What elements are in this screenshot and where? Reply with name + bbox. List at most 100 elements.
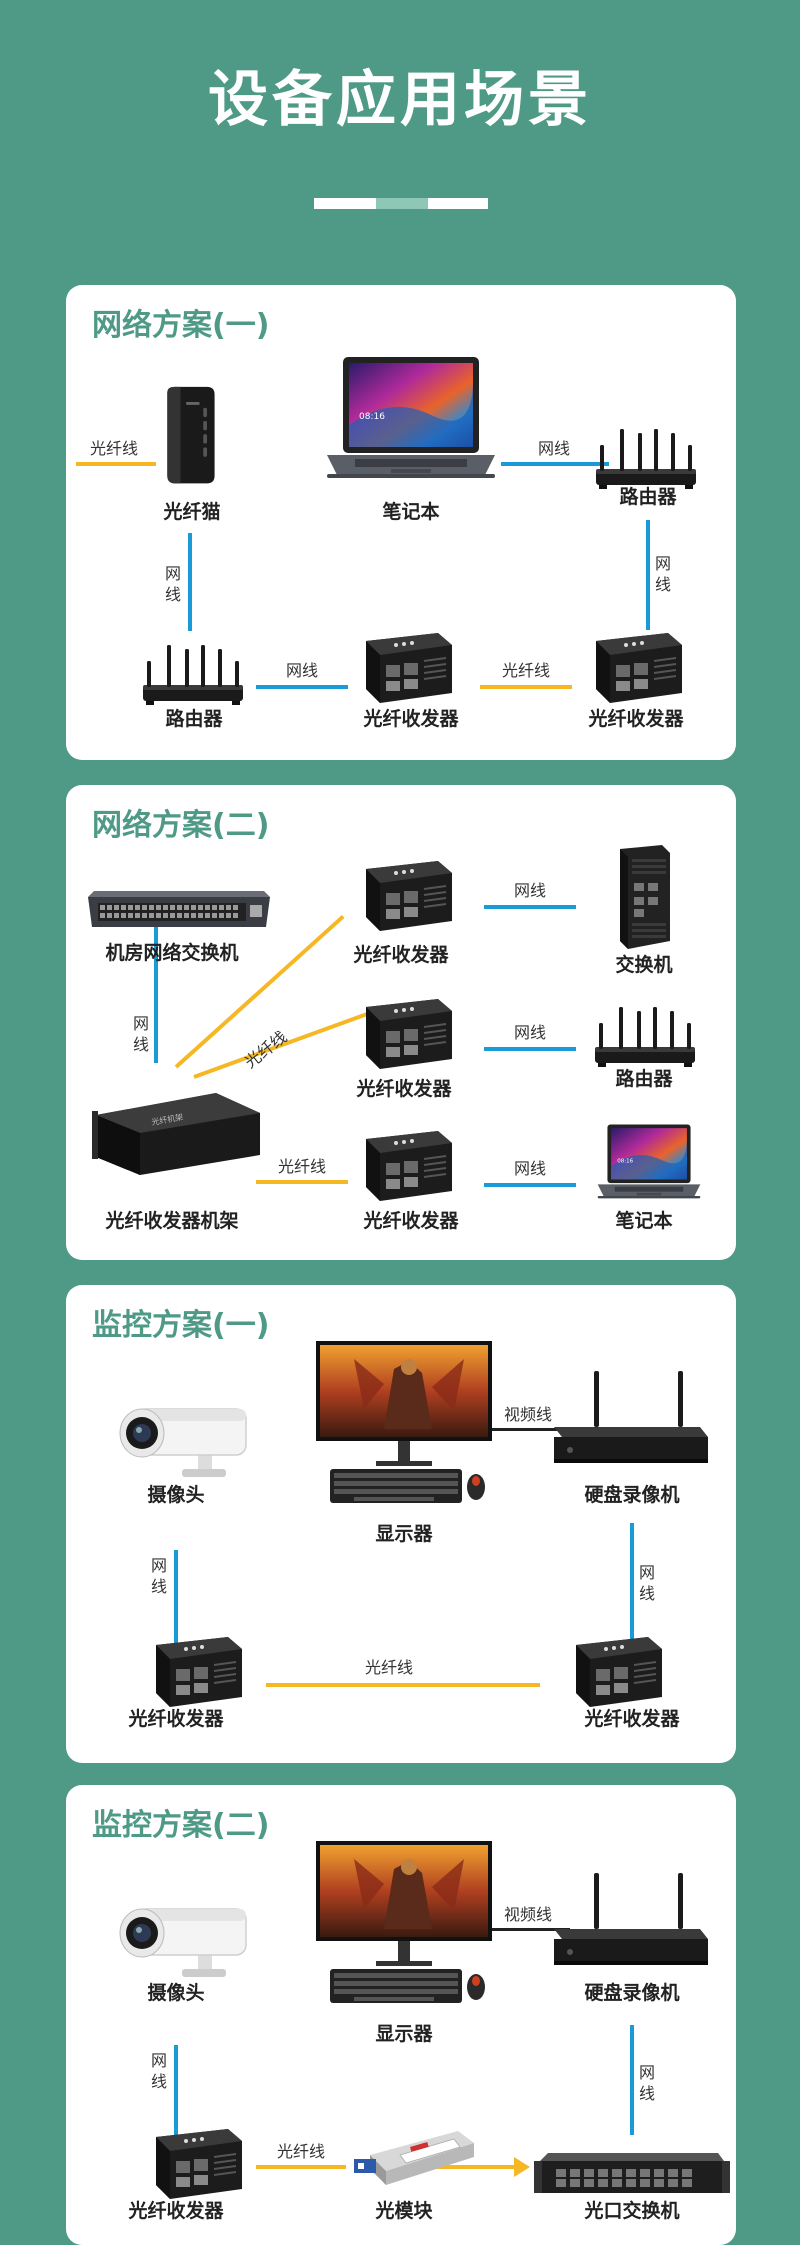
network-cable-left: [174, 2045, 178, 2145]
cable-label-net-laptop-router: 网线: [537, 439, 571, 458]
section-title: 网络方案(一): [92, 308, 270, 343]
fiber-transceiver-icon: [586, 627, 686, 707]
arrow-right-icon: [514, 2157, 530, 2177]
fiber-cable-bottom: [256, 1180, 348, 1184]
device-label-transceiver-right: 光纤收发器: [584, 1708, 680, 1730]
network-cable-right: [630, 1523, 634, 1647]
fiber-modem-icon: [152, 385, 228, 489]
laptop-icon: [594, 1123, 704, 1209]
video-cable: [488, 1928, 570, 1931]
router-icon: [138, 641, 248, 711]
core-switch-icon: [84, 891, 274, 935]
title-underline-middle: [376, 198, 428, 209]
device-label-router-top: 路由器: [619, 486, 677, 508]
fiber-transceiver-icon: [356, 993, 456, 1073]
transceiver-rack-icon: [92, 1085, 262, 1175]
cable-label-net-3: 网线: [513, 1159, 547, 1178]
cable-label-net-1: 网线: [513, 881, 547, 900]
cable-label-fiber-diagonal: 光纤线: [240, 1027, 291, 1072]
section-title: 监控方案(一): [92, 1308, 270, 1343]
camera-icon: [112, 1895, 252, 1985]
fiber-cable: [256, 2165, 346, 2169]
network-cable-3: [484, 1183, 576, 1187]
device-label-switch: 交换机: [615, 954, 673, 976]
monitoring-scheme-2-card: 监控方案(二) 视频线 网线 网线 光纤线 摄像头 显示器 硬盘录像机 光纤收发…: [66, 1785, 736, 2245]
nvr-icon: [550, 1367, 710, 1477]
cable-label-net-left: 网线: [150, 1556, 167, 1596]
device-label-transceiver-3: 光纤收发器: [363, 1210, 459, 1232]
monitoring-scheme-1-card: 监控方案(一) 视频线 网线 网线 光纤线 摄像头 显示器 硬盘录像机 光纤收发…: [66, 1285, 736, 1763]
fiber-transceiver-icon: [356, 855, 456, 935]
device-label-laptop: 笔记本: [615, 1210, 673, 1232]
nvr-icon: [550, 1869, 710, 1979]
cable-label-video: 视频线: [503, 1905, 553, 1924]
cable-label-net-left: 网线: [150, 2051, 167, 2091]
device-label-nvr: 硬盘录像机: [584, 1484, 680, 1506]
cable-label-fiber-bottom: 光纤线: [277, 1157, 327, 1176]
laptop-icon: [321, 355, 501, 495]
fiber-transceiver-icon: [356, 627, 456, 707]
network-cable-left: [174, 1550, 178, 1650]
device-label-transceiver-right: 光纤收发器: [588, 708, 684, 730]
device-label-rack: 光纤收发器机架: [105, 1210, 239, 1232]
title-underline-right: [428, 198, 488, 209]
fiber-cable-in: [76, 462, 156, 466]
network-cable-switch-rack: [154, 927, 158, 1063]
device-label-camera: 摄像头: [147, 1982, 205, 2004]
switch-icon: [606, 843, 676, 953]
network-scheme-2-card: 网络方案(二) 网线 光纤线 光纤线 网线 网线 网线 机房网络交换机 光纤收发…: [66, 785, 736, 1260]
monitor-icon: [314, 1339, 494, 1509]
device-label-nvr: 硬盘录像机: [584, 1982, 680, 2004]
camera-icon: [112, 1395, 252, 1485]
fiber-transceiver-icon: [356, 1125, 456, 1205]
device-label-transceiver-mid: 光纤收发器: [363, 708, 459, 730]
section-title: 网络方案(二): [92, 808, 270, 843]
device-label-router-bottom: 路由器: [165, 708, 223, 730]
device-label-router: 路由器: [615, 1068, 673, 1090]
device-label-laptop: 笔记本: [382, 501, 440, 523]
device-label-transceiver-1: 光纤收发器: [353, 944, 449, 966]
cable-label-fiber-transceivers: 光纤线: [501, 661, 551, 680]
cable-label-net-switch-rack: 网线: [132, 1014, 149, 1054]
fiber-cable-transceivers: [480, 685, 572, 689]
network-cable-modem-router: [188, 533, 192, 631]
device-label-transceiver: 光纤收发器: [128, 2200, 224, 2222]
router-icon: [590, 1003, 700, 1073]
title-underline-left: [314, 198, 376, 209]
device-label-monitor: 显示器: [375, 1523, 433, 1545]
network-cable-1: [484, 905, 576, 909]
cable-label-video: 视频线: [503, 1405, 553, 1424]
fiber-switch-icon: [532, 2147, 732, 2207]
device-label-monitor: 显示器: [375, 2023, 433, 2045]
cable-label-net-modem-router: 网线: [164, 564, 181, 604]
fiber-transceiver-icon: [146, 1631, 246, 1711]
network-cable-right: [646, 520, 650, 630]
fiber-cable: [266, 1683, 540, 1687]
device-label-modem: 光纤猫: [163, 501, 221, 523]
device-label-fiber-switch: 光口交换机: [584, 2200, 680, 2222]
device-label-core-switch: 机房网络交换机: [105, 942, 239, 964]
video-cable: [488, 1428, 570, 1431]
cable-label-net-router-transceiver: 网线: [285, 661, 319, 680]
cable-label-fiber: 光纤线: [364, 1658, 414, 1677]
page-title: 设备应用场景: [208, 65, 592, 135]
cable-label-net-right: 网线: [654, 554, 671, 594]
device-label-sfp: 光模块: [375, 2200, 433, 2222]
fiber-transceiver-icon: [146, 2123, 246, 2203]
device-label-transceiver-left: 光纤收发器: [128, 1708, 224, 1730]
device-label-transceiver-2: 光纤收发器: [356, 1078, 452, 1100]
network-cable-router-transceiver: [256, 685, 348, 689]
fiber-cable-to-switch: [436, 2165, 520, 2169]
network-cable-right: [630, 2025, 634, 2135]
network-cable-2: [484, 1047, 576, 1051]
cable-label-net-right: 网线: [638, 1563, 655, 1603]
cable-label-net-2: 网线: [513, 1023, 547, 1042]
cable-label-fiber-in: 光纤线: [90, 439, 139, 458]
monitor-icon: [314, 1839, 494, 2009]
cable-label-net-right: 网线: [638, 2063, 655, 2103]
section-title: 监控方案(二): [92, 1808, 270, 1843]
cable-label-fiber: 光纤线: [276, 2142, 326, 2161]
network-cable-laptop-router: [501, 462, 609, 466]
network-scheme-1-card: 网络方案(一) 光纤线 网线 网线 网线 光纤线 网线 光纤猫 笔记本 路由器 …: [66, 285, 736, 760]
device-label-camera: 摄像头: [147, 1484, 205, 1506]
